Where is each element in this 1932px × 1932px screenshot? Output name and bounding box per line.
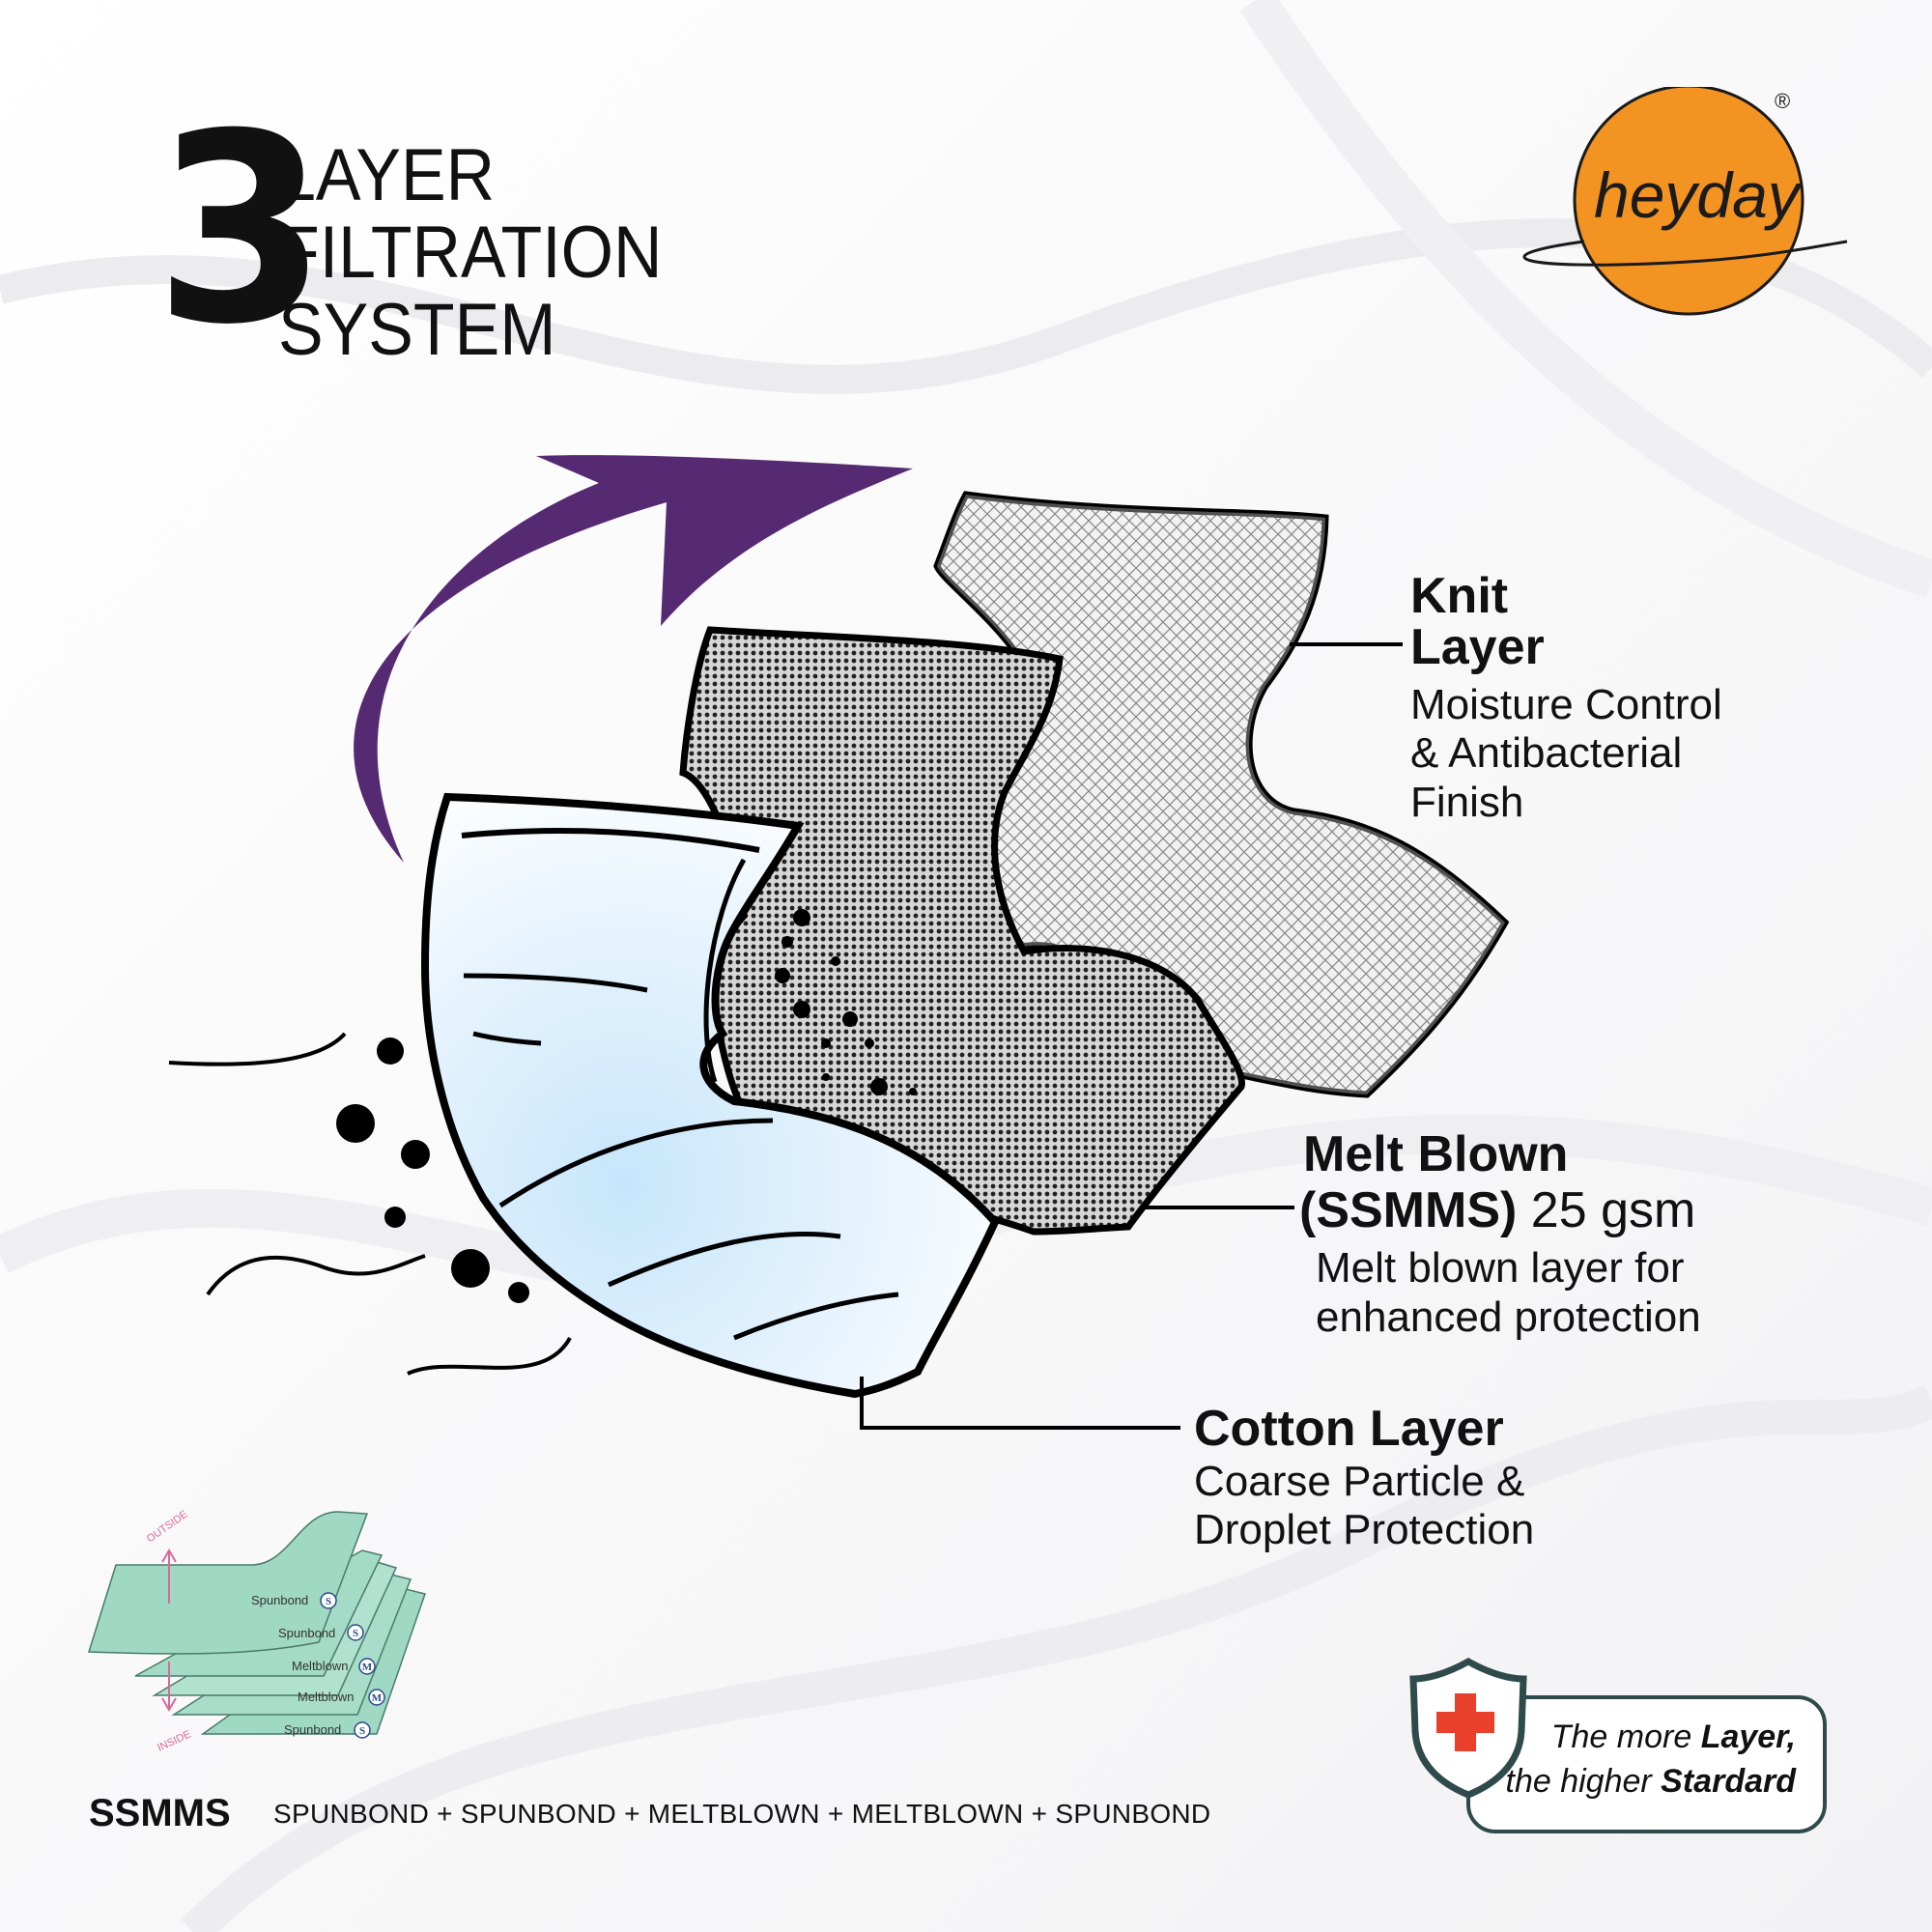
title-line-3: SYSTEM: [278, 289, 556, 371]
mini-layer-label: Spunbond: [278, 1626, 335, 1640]
mini-arrows: [161, 1548, 177, 1712]
slogan-box: The more Layer, the higher Stardard: [1466, 1695, 1827, 1833]
cotton-fold: [498, 1118, 774, 1208]
mini-layer-label: Meltblown: [292, 1659, 349, 1673]
outside-label: OUTSIDE: [145, 1509, 190, 1546]
knit-title-1: Knit: [1410, 568, 1509, 624]
slogan-emphasis: Stardard: [1661, 1763, 1796, 1800]
cotton-fold: [463, 973, 648, 993]
cotton-leader-line: [860, 1377, 1180, 1430]
cotton-fold: [733, 1292, 899, 1341]
melt-title-bold: (SSMMS): [1299, 1182, 1518, 1238]
cotton-title: Cotton Layer: [1194, 1401, 1504, 1457]
air-line: [168, 1032, 347, 1066]
slogan-line-1: The more Layer,: [1477, 1715, 1796, 1759]
svg-text:S: S: [359, 1725, 365, 1737]
ssmms-key: SSMMS: [89, 1792, 231, 1834]
title-number: 3: [155, 77, 327, 382]
airflow-arrow: [354, 455, 913, 863]
inside-label: INSIDE: [156, 1728, 192, 1753]
melt-desc-2: enhanced protection: [1316, 1293, 1701, 1341]
mini-sheets: [87, 1511, 426, 1735]
melt-title-2: (SSMMS) 25 gsm: [1299, 1183, 1695, 1237]
cotton-layer-shape: [420, 792, 1000, 1399]
brand-orbit: [1522, 240, 1848, 267]
cotton-fold: [461, 828, 760, 853]
cotton-fold: [607, 1231, 841, 1288]
air-line: [407, 1337, 572, 1376]
ssmms-mini-diagram: OUTSIDE INSIDE Spunbond Spunbond Meltblo…: [87, 1509, 426, 1754]
knit-title-2: Layer: [1410, 619, 1545, 675]
slogan-text: The more: [1550, 1719, 1701, 1755]
melt-title-1: Melt Blown: [1303, 1126, 1569, 1182]
mini-badges: S S M M S: [320, 1592, 385, 1739]
mini-layer-label: Meltblown: [298, 1690, 355, 1704]
air-line: [206, 1254, 426, 1296]
knit-desc-2: & Antibacterial: [1410, 729, 1683, 777]
melt-desc-1: Melt blown layer for: [1316, 1244, 1685, 1292]
shield-icon: [1409, 1657, 1527, 1799]
cotton-desc-2: Droplet Protection: [1194, 1506, 1535, 1553]
knit-desc-1: Moisture Control: [1410, 681, 1722, 728]
slogan-text: the higher: [1505, 1763, 1662, 1800]
svg-text:M: M: [362, 1662, 373, 1673]
mini-layer-label: Spunbond: [284, 1722, 341, 1737]
slogan-line-2: the higher Stardard: [1477, 1759, 1797, 1804]
knit-desc-3: Finish: [1410, 779, 1524, 826]
ssmms-description: SPUNBOND + SPUNBOND + MELTBLOWN + MELTBL…: [273, 1799, 1211, 1829]
cotton-desc-1: Coarse Particle &: [1194, 1458, 1525, 1505]
title-line-2: FILTRATION: [278, 212, 663, 294]
trapped-particles: [775, 909, 917, 1095]
svg-text:S: S: [353, 1628, 358, 1639]
mini-layer-label: Spunbond: [251, 1593, 308, 1607]
knit-layer-tint: [937, 495, 1505, 1094]
cotton-fold: [703, 858, 747, 1083]
incoming-particles: [336, 1037, 529, 1303]
slogan-emphasis: Layer,: [1700, 1719, 1796, 1755]
brand-logo: heyday ®: [1522, 87, 1848, 316]
svg-text:M: M: [372, 1692, 383, 1704]
brand-name: heyday: [1594, 159, 1804, 231]
svg-text:S: S: [326, 1596, 331, 1607]
cotton-fold: [472, 1031, 542, 1046]
cross-icon: [1455, 1693, 1476, 1751]
melt-title-rest: 25 gsm: [1517, 1182, 1696, 1238]
registered-mark: ®: [1775, 89, 1790, 113]
title-line-1: LAYER: [278, 134, 496, 216]
